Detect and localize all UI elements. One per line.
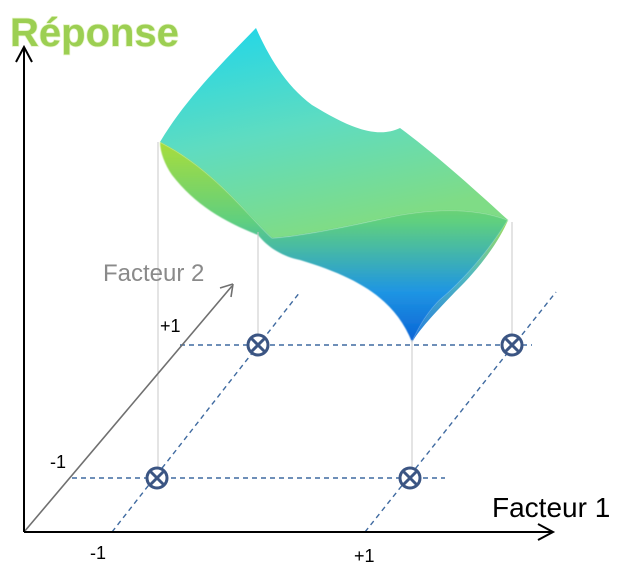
diagram-title: Réponse [10,11,179,55]
grid-line-factor1-plus [364,291,557,533]
projection-lines [157,142,513,478]
design-point [398,466,422,490]
factor2-tick-plus: +1 [160,316,181,336]
factor1-axis-arrow [537,523,556,541]
response-surface [160,28,508,342]
factor1-tick-minus: -1 [90,543,106,563]
design-point [145,466,169,490]
response-axis-arrow [15,44,33,63]
design-points [145,333,524,490]
design-grid [72,291,557,533]
factor2-axis [23,283,234,533]
surface-top-face [160,28,508,238]
factor1-tick-plus: +1 [354,546,375,566]
design-point [500,333,524,357]
design-point [246,333,270,357]
factor2-axis-label: Facteur 2 [103,260,204,287]
factor1-axis-label: Facteur 1 [492,492,610,523]
surface-right-face [412,220,508,342]
factor2-tick-minus: -1 [50,452,66,472]
main-axes [15,44,556,541]
grid-line-factor1-minus [111,291,301,533]
surface-front-face [160,142,508,342]
